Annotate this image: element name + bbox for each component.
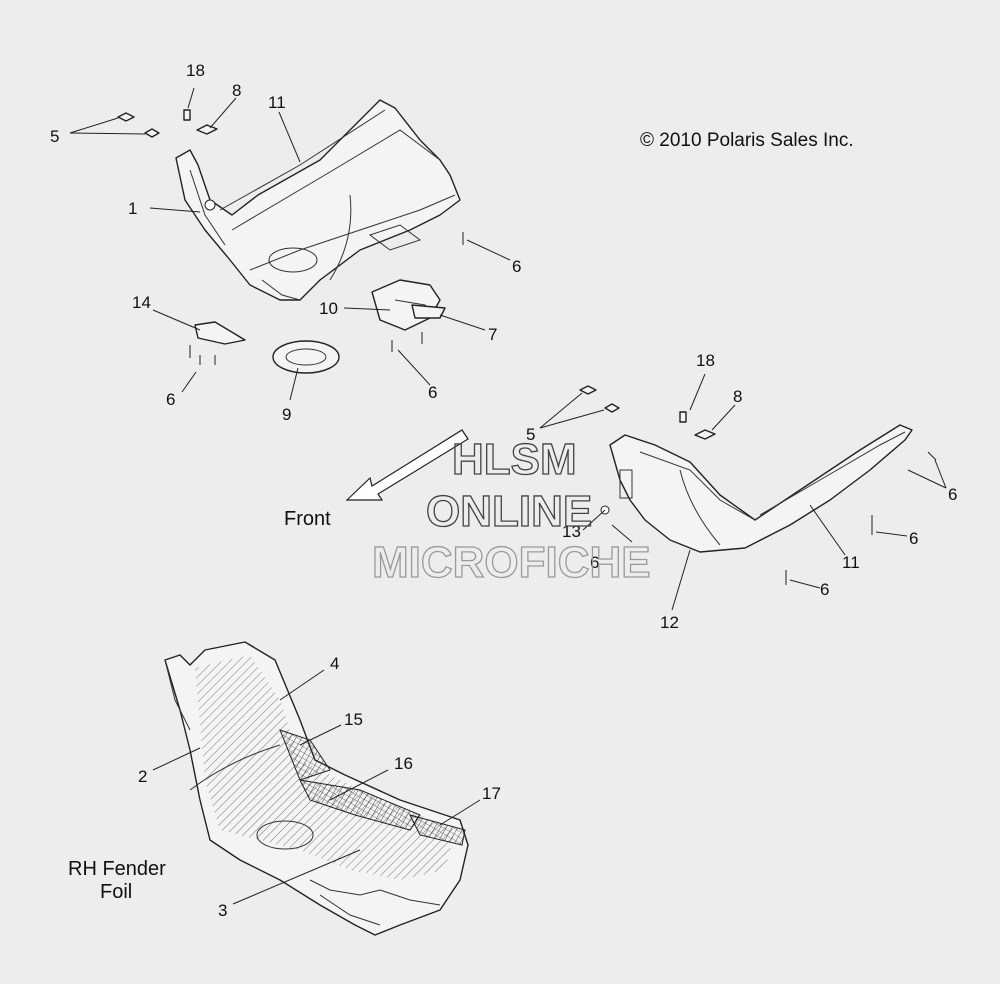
callout-6d: 6 [948,485,957,504]
fender-foil-assembly [164,641,469,936]
fender-part-12 [600,424,913,553]
copyright-text: © 2010 Polaris Sales Inc. [640,130,854,151]
callout-6c: 6 [428,383,437,402]
callout-5a: 5 [50,127,59,146]
watermark-line3: MICROFICHE [372,538,651,587]
callout-11a: 11 [268,93,286,112]
callout-16: 16 [394,754,413,773]
rh-fender-label-line2: Foil [100,881,132,903]
callout-6a: 6 [512,257,521,276]
callout-8b: 8 [733,387,742,406]
watermark-line2: ONLINE [426,487,592,536]
callout-6f: 6 [909,529,918,548]
callout-6g: 6 [820,580,829,599]
fender-part-1 [175,99,461,301]
callout-13: 13 [562,522,581,541]
callout-5b: 5 [526,425,535,444]
callout-3: 3 [218,901,227,920]
callout-17: 17 [482,784,501,803]
callout-18a: 18 [186,61,205,80]
fasteners-upper-left [117,109,464,365]
callout-8a: 8 [232,81,241,100]
leader-lines [69,87,947,905]
watermark-line1: HLSM [452,435,577,484]
callout-7: 7 [488,325,497,344]
callout-18b: 18 [696,351,715,370]
callout-15: 15 [344,710,363,729]
callout-9: 9 [282,405,291,424]
callout-6b: 6 [166,390,175,409]
callout-12: 12 [660,613,679,632]
plate-part-14 [194,321,246,345]
front-arrow [345,429,469,501]
rh-fender-label-line1: RH Fender [68,858,166,880]
callout-6e: 6 [590,553,599,572]
callout-14: 14 [132,293,151,312]
callout-2: 2 [138,767,147,786]
ring-part-9 [272,340,340,374]
fasteners-right [579,385,937,585]
callout-1: 1 [128,199,137,218]
bracket-part-10 [371,279,446,331]
callout-numbers: 18 8 11 5 1 6 10 7 14 6 9 6 18 8 5 6 13 … [50,61,957,920]
watermark: HLSM ONLINE MICROFICHE [371,434,651,587]
callout-10: 10 [319,299,338,318]
front-label: Front [284,508,331,530]
callout-11b: 11 [842,553,860,572]
callout-4: 4 [330,654,339,673]
